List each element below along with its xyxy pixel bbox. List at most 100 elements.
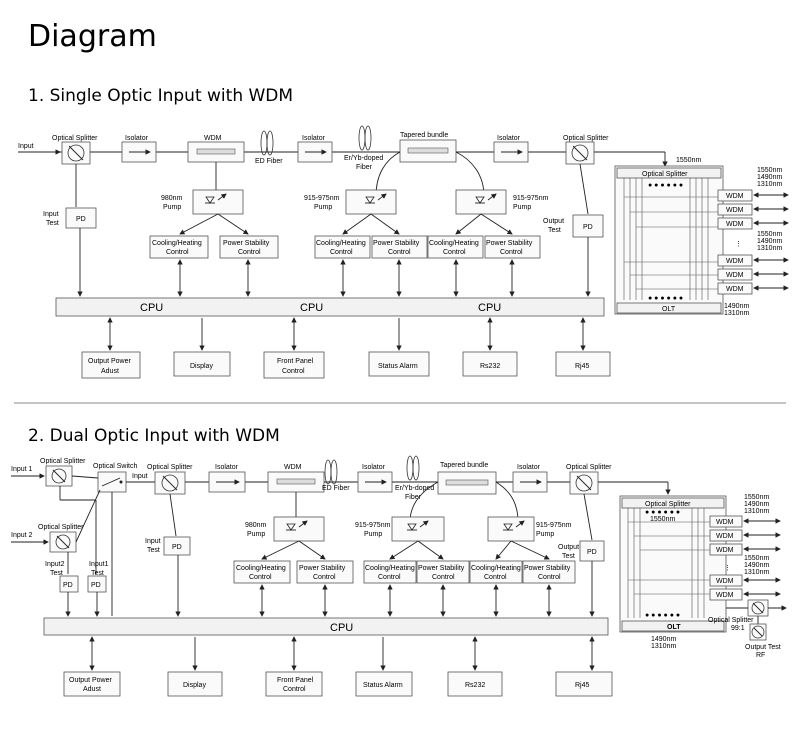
s1-output-test-1: Output bbox=[543, 218, 564, 225]
s2-pump-915-b bbox=[487, 516, 535, 542]
s1-output-power-box: Output Power Adust bbox=[81, 351, 141, 379]
svg-text:Optical Splitter: Optical Splitter bbox=[708, 617, 754, 624]
s2-pump915a-1: 915-975nm bbox=[355, 522, 391, 529]
svg-text:Rs232: Rs232 bbox=[480, 363, 500, 370]
s1-pump980-2: Pump bbox=[163, 204, 181, 211]
s2-splitter-a-label: Optical Splitter bbox=[40, 458, 86, 465]
s2-isolator1-label: Isolator bbox=[215, 464, 239, 471]
svg-text:1490nm: 1490nm bbox=[744, 501, 769, 508]
s2-pump915b-1: 915-975nm bbox=[536, 522, 572, 529]
section1-title: 1. Single Optic Input with WDM bbox=[28, 86, 293, 106]
svg-text:1490nm: 1490nm bbox=[757, 238, 782, 245]
s2-input1-test-2: Test bbox=[91, 570, 104, 577]
svg-text:1490nm: 1490nm bbox=[724, 303, 749, 310]
s2-optical-splitter-a bbox=[45, 465, 73, 487]
s2-output-power-box: Output Power Adust bbox=[63, 671, 121, 697]
section2-diagram: Input 1 Input 2 Optical Splitter Optical… bbox=[11, 455, 787, 697]
s2-input2-test-2: Test bbox=[50, 570, 63, 577]
s2-status-alarm-box: Status Alarm bbox=[355, 671, 413, 697]
svg-text:WDM: WDM bbox=[716, 592, 734, 599]
svg-text:● ● ● ● ● ●: ● ● ● ● ● ● bbox=[645, 612, 680, 619]
s1-ps-a-2: Control bbox=[238, 249, 261, 256]
s1-isolator2-label: Isolator bbox=[302, 135, 326, 142]
s1-pump915a-2: Pump bbox=[314, 204, 332, 211]
s1-isolator-2 bbox=[297, 141, 333, 163]
s1-cool-a-2: Control bbox=[166, 249, 189, 256]
s1-pump915a-1: 915-975nm bbox=[304, 195, 340, 202]
s2-front-panel-box: Front Panel Control bbox=[265, 671, 323, 697]
svg-text:Display: Display bbox=[183, 682, 206, 689]
s1-output-test-2: Test bbox=[548, 227, 561, 234]
svg-text:Control: Control bbox=[249, 574, 272, 581]
s2-ed-fiber-coil bbox=[324, 459, 338, 485]
svg-text:Output Power: Output Power bbox=[69, 677, 112, 684]
s1-cpu-label-2: CPU bbox=[300, 302, 323, 314]
s1-pump-980 bbox=[192, 189, 244, 215]
svg-text:Control: Control bbox=[538, 574, 561, 581]
s2-pump915b-2: Pump bbox=[536, 531, 554, 538]
s2-input2-label: Input 2 bbox=[11, 532, 33, 539]
svg-text:WDM: WDM bbox=[716, 547, 734, 554]
s1-input-label: Input bbox=[18, 143, 34, 150]
s1-cpu-label-3: CPU bbox=[478, 302, 501, 314]
s1-cpu-label-1: CPU bbox=[140, 302, 163, 314]
s1-input-test-2: Test bbox=[46, 220, 59, 227]
svg-text:WDM: WDM bbox=[716, 519, 734, 526]
svg-text:1550nm: 1550nm bbox=[676, 157, 701, 164]
svg-text:1310nm: 1310nm bbox=[724, 310, 749, 317]
s1-pump-915-b bbox=[455, 189, 507, 215]
s2-splitter-b-label: Optical Splitter bbox=[38, 524, 84, 531]
s1-isolator-1 bbox=[121, 141, 157, 163]
svg-text:● ● ● ● ● ●: ● ● ● ● ● ● bbox=[648, 295, 683, 302]
svg-text:Control: Control bbox=[282, 368, 305, 375]
svg-text:Rj45: Rj45 bbox=[575, 363, 590, 370]
s2-olt-panel: Optical Splitter ● ● ● ● ● ● 1550nm WDM … bbox=[619, 494, 787, 659]
svg-text:1310nm: 1310nm bbox=[757, 245, 782, 252]
s2-pump980-2: Pump bbox=[247, 531, 265, 538]
s1-ps-b-2: Control bbox=[388, 249, 411, 256]
s1-input-pd-label: PD bbox=[76, 216, 86, 223]
s2-isolator-1 bbox=[208, 471, 246, 493]
s2-splitter1-label: Optical Splitter bbox=[147, 464, 193, 471]
svg-text:Control: Control bbox=[313, 574, 336, 581]
s2-input-test-1: Input bbox=[145, 538, 161, 545]
svg-text:Cooling/Heating: Cooling/Heating bbox=[471, 565, 521, 572]
s2-isolator-3 bbox=[512, 471, 548, 493]
s1-cpu-bar bbox=[55, 297, 605, 317]
s1-pump980-1: 980nm bbox=[161, 195, 183, 202]
s2-splitter-99 bbox=[747, 599, 769, 617]
s2-optical-splitter-2 bbox=[569, 471, 599, 495]
s2-optical-switch bbox=[97, 471, 127, 493]
svg-text:⋮: ⋮ bbox=[735, 241, 742, 248]
svg-text:● ● ● ● ● ●: ● ● ● ● ● ● bbox=[645, 509, 680, 516]
svg-text:1490nm: 1490nm bbox=[744, 562, 769, 569]
s1-input-test-1: Input bbox=[43, 211, 59, 218]
svg-text:PD: PD bbox=[91, 582, 101, 589]
s2-isolator2-label: Isolator bbox=[362, 464, 386, 471]
s1-status-alarm-box: Status Alarm bbox=[368, 351, 430, 377]
svg-text:WDM: WDM bbox=[716, 533, 734, 540]
s2-input2-test-1: Input2 bbox=[45, 561, 65, 568]
s2-ed-fiber-label: ED Fiber bbox=[322, 485, 350, 492]
s2-er-yb-label-2: Fiber bbox=[405, 494, 422, 501]
s1-cool-a-1: Cooling/Heating bbox=[152, 240, 202, 247]
svg-text:1550nm: 1550nm bbox=[757, 231, 782, 238]
s2-input1-label: Input 1 bbox=[11, 466, 33, 473]
s2-input-test-2: Test bbox=[147, 547, 160, 554]
svg-text:WDM: WDM bbox=[726, 207, 744, 214]
s1-input-pd bbox=[65, 207, 97, 229]
svg-text:WDM: WDM bbox=[726, 286, 744, 293]
s2-wdm bbox=[267, 471, 325, 493]
s1-isolator-3 bbox=[493, 141, 529, 163]
s1-splitter2-label: Optical Splitter bbox=[563, 135, 609, 142]
svg-text:OLT: OLT bbox=[662, 306, 676, 313]
s2-pump-980 bbox=[273, 516, 325, 542]
page-title: Diagram bbox=[28, 19, 157, 54]
svg-text:1310nm: 1310nm bbox=[651, 643, 676, 650]
s2-rs232-box: Rs232 bbox=[447, 671, 503, 697]
s1-isolator1-label: Isolator bbox=[125, 135, 149, 142]
svg-text:● ● ● ● ● ●: ● ● ● ● ● ● bbox=[648, 182, 683, 189]
s2-input-pd bbox=[163, 536, 191, 556]
s1-isolator3-label: Isolator bbox=[497, 135, 521, 142]
s2-wdm-label: WDM bbox=[284, 464, 302, 471]
